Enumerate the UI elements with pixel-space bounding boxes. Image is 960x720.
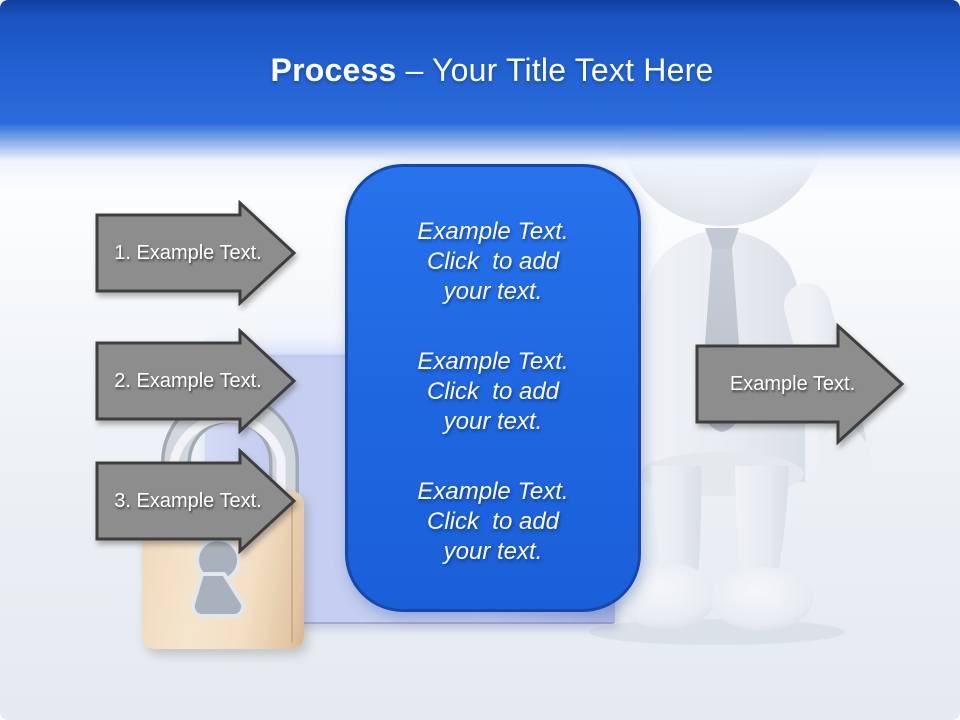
person-right-foot bbox=[711, 567, 813, 631]
content-box[interactable]: Example Text. Click to add your text. Ex… bbox=[345, 164, 641, 612]
step-arrow-2[interactable] bbox=[95, 328, 297, 434]
person-tie-knot bbox=[705, 228, 739, 251]
step-arrow-3[interactable] bbox=[95, 448, 297, 554]
title-banner bbox=[0, 0, 960, 192]
step-arrow-2-label[interactable]: 2. Example Text. bbox=[114, 369, 262, 392]
person-hand bbox=[819, 425, 871, 491]
step-arrow-3-label[interactable]: 3. Example Text. bbox=[114, 489, 262, 512]
person-left-foot bbox=[616, 563, 716, 629]
person-right-leg bbox=[735, 466, 789, 592]
keyhole-icon bbox=[190, 537, 246, 618]
result-arrow-label[interactable]: Example Text. bbox=[729, 373, 856, 395]
content-text-block[interactable]: Example Text. Click to add your text. bbox=[417, 218, 569, 305]
title-placeholder: – Your Title Text Here bbox=[405, 52, 714, 88]
title-keyword: Process bbox=[270, 52, 397, 88]
result-arrow[interactable] bbox=[695, 323, 905, 445]
person-left-leg bbox=[651, 466, 702, 592]
step-arrow-1[interactable] bbox=[95, 200, 297, 306]
content-text-block[interactable]: Example Text. Click to add your text. bbox=[417, 478, 569, 565]
ground-shadow bbox=[589, 619, 845, 645]
content-text-block[interactable]: Example Text. Click to add your text. bbox=[417, 348, 569, 435]
page-title[interactable]: Process– Your Title Text Here bbox=[0, 52, 960, 89]
step-arrow-1-label[interactable]: 1. Example Text. bbox=[114, 241, 262, 264]
